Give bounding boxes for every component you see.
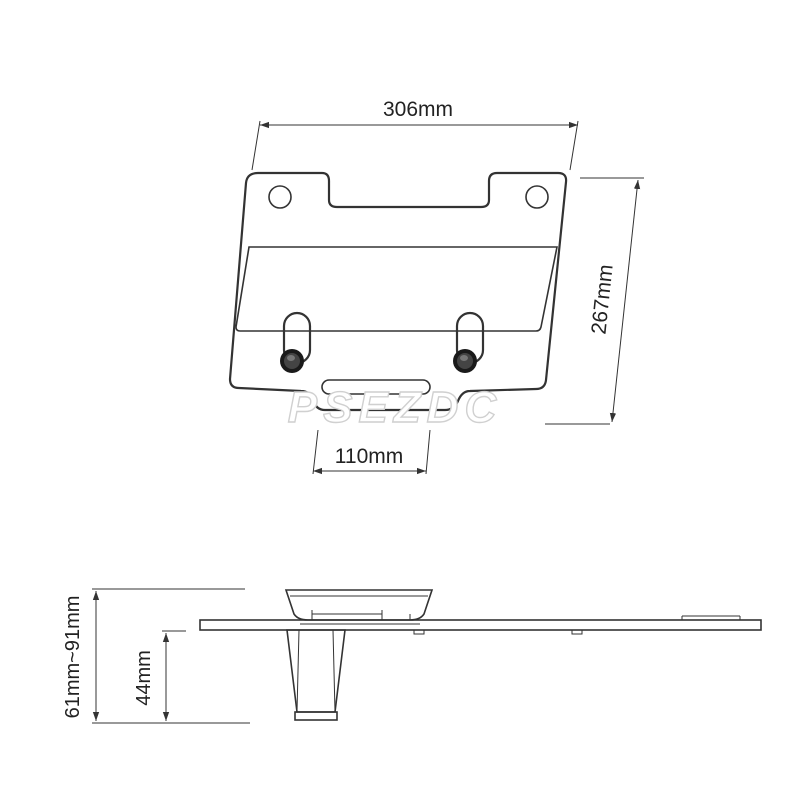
dimension-depth-label: 267mm	[587, 263, 617, 335]
dimension-slot-label: 110mm	[335, 445, 403, 468]
side-tab-1	[413, 629, 425, 635]
dimension-depth: 267mm	[545, 177, 644, 425]
post-right	[453, 311, 485, 373]
side-post-foot	[294, 711, 338, 721]
dimension-width: 306mm	[251, 98, 579, 171]
dimension-width-label: 306mm	[383, 98, 453, 121]
mount-hole-left	[268, 185, 292, 209]
side-post	[286, 629, 346, 713]
dimension-total-height: 61mm~91mm	[62, 588, 250, 724]
dimension-slot: 110mm	[312, 429, 431, 475]
handle-slot	[321, 379, 431, 395]
dimension-post-height: 44mm	[133, 630, 186, 721]
dimension-total-height-label: 61mm~91mm	[62, 596, 84, 719]
side-tab-2	[571, 629, 583, 635]
watermark: PSEZDC	[288, 383, 502, 432]
mount-hole-right	[525, 185, 549, 209]
inner-recess	[235, 246, 558, 332]
post-left	[280, 311, 312, 373]
side-view: 61mm~91mm 44mm	[62, 588, 762, 724]
dimension-post-height-label: 44mm	[133, 650, 155, 706]
side-plate	[199, 619, 762, 631]
top-view: 306mm 267mm 110mm PSEZDC	[228, 98, 644, 475]
plate-outline	[228, 171, 568, 412]
